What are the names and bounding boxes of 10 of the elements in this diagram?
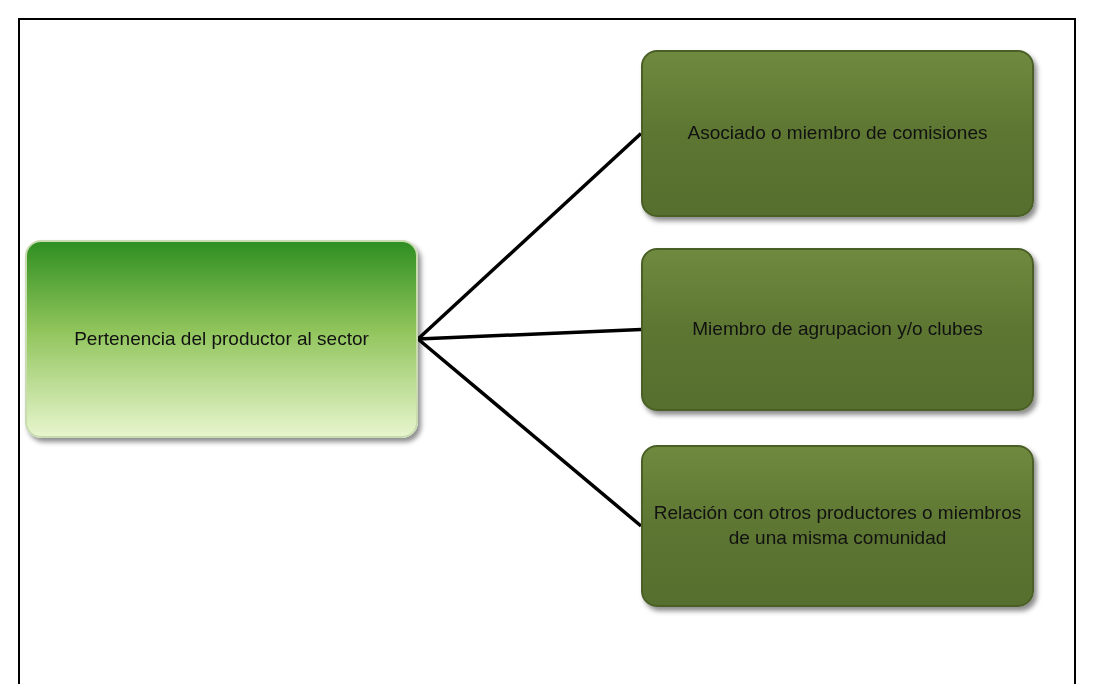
box-label: Miembro de agrupacion y/o clubes	[692, 317, 983, 342]
box-label: Relación con otros productores o miembros de una misma comunidad	[652, 501, 1023, 550]
box-label: Asociado o miembro de comisiones	[687, 121, 988, 146]
rounded-box	[641, 50, 1034, 217]
connector-line	[417, 327, 642, 341]
rounded-box	[25, 240, 418, 438]
box-label: Pertenencia del productor al sector	[74, 326, 369, 351]
rounded-box	[641, 248, 1034, 411]
rounded-box	[641, 445, 1034, 607]
connector-line	[416, 337, 643, 528]
